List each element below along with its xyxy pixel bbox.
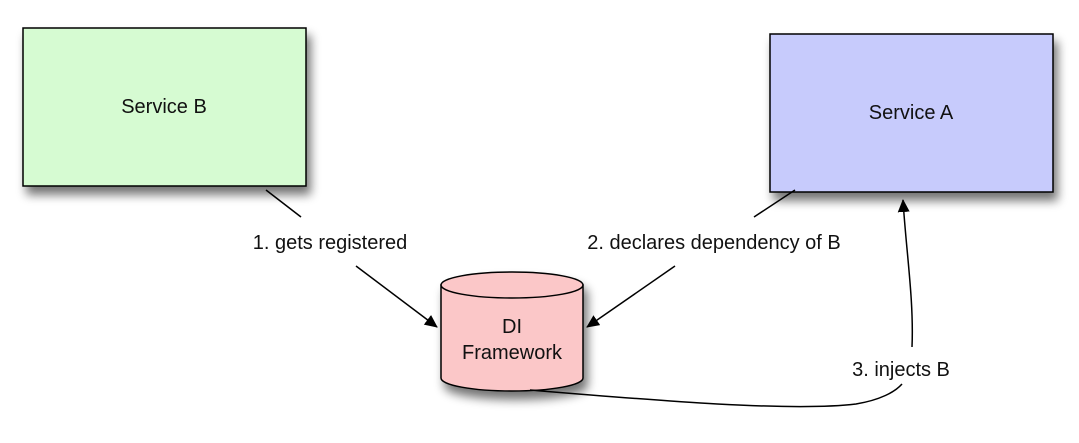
service-b-label: Service B <box>121 96 207 118</box>
edge-gets-registered-lower <box>355 265 438 328</box>
edge-gets-registered-label: 1. gets registered <box>253 232 408 254</box>
service-a-label: Service A <box>869 102 954 124</box>
edge-gets-registered-upper <box>265 189 302 218</box>
edge-gets-registered: 1. gets registered <box>253 189 438 328</box>
edge-declares-dependency: 2. declares dependency of B <box>586 189 841 328</box>
edge-injects-upper <box>897 199 914 348</box>
di-framework-label-line2: Framework <box>462 342 563 364</box>
edge-declares-dependency-upper <box>753 189 796 218</box>
service-a-box <box>769 33 1054 193</box>
service-a-node: Service A <box>769 33 1054 193</box>
edge-injects: 3. injects B <box>529 199 950 408</box>
edge-injects-label: 3. injects B <box>852 359 950 381</box>
di-framework-cylinder-top <box>440 271 584 299</box>
di-framework-node <box>440 271 584 392</box>
di-framework-label-line1: DI <box>502 316 522 338</box>
di-framework-cylinder-body <box>440 284 584 392</box>
edge-injects-curve <box>529 383 903 408</box>
service-b-node: Service B <box>22 27 307 187</box>
service-b-box <box>22 27 307 187</box>
edge-declares-dependency-label: 2. declares dependency of B <box>587 232 841 254</box>
edge-declares-dependency-lower <box>586 265 676 328</box>
